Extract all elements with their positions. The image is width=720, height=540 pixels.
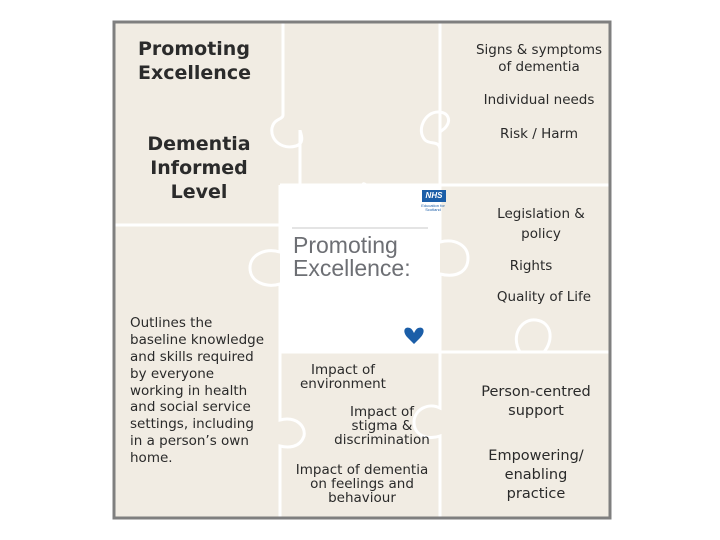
cover-title-line-2: Excellence: bbox=[293, 255, 411, 281]
outline-line: baseline knowledge bbox=[130, 331, 265, 348]
risk-harm: Risk / Harm bbox=[499, 126, 578, 142]
seam-top-mid bbox=[270, 22, 304, 185]
outline-line: Outlines the bbox=[130, 315, 213, 331]
seam-right-knob bbox=[514, 318, 552, 353]
stigma-line-1: Impact of bbox=[350, 404, 414, 420]
empower-line-1: Empowering/ bbox=[488, 448, 584, 464]
healthier-scotland-logo bbox=[404, 327, 424, 344]
level-line-2: Informed bbox=[150, 157, 248, 179]
person-line-2: support bbox=[508, 403, 564, 419]
cover-title-line-1: Promoting bbox=[293, 232, 398, 258]
signs-line-1: Signs & symptoms bbox=[475, 42, 603, 58]
outline-line: in a person’s own bbox=[130, 433, 249, 450]
signs-line-2: of dementia bbox=[498, 59, 580, 75]
outline-line: settings, including bbox=[130, 416, 254, 433]
seam-comm-piece bbox=[300, 110, 450, 187]
legislation-line-1: Legislation & bbox=[497, 206, 585, 222]
feelings-line-3: behaviour bbox=[328, 490, 396, 506]
seam-cover-right bbox=[438, 185, 470, 352]
level-line-1: Dementia bbox=[147, 133, 251, 155]
environment-line-1: Impact of bbox=[311, 362, 375, 378]
seam-bottom-left bbox=[278, 352, 306, 518]
seam-cover-left bbox=[248, 185, 282, 352]
stigma-line-2: stigma & bbox=[351, 418, 413, 434]
seam-bottom-right bbox=[412, 352, 442, 518]
outline-line: by everyone bbox=[130, 365, 215, 382]
outline-line: working in health bbox=[130, 382, 248, 399]
cover-image bbox=[280, 186, 440, 352]
empower-line-3: practice bbox=[506, 486, 566, 502]
feelings-line-1: Impact of dementia bbox=[295, 462, 429, 478]
title-line-1: Promoting bbox=[138, 38, 250, 60]
nhs-logo bbox=[422, 190, 446, 202]
stigma-line-3: discrimination bbox=[334, 432, 430, 448]
nhs-label: NHS bbox=[425, 191, 443, 200]
puzzle-frame bbox=[112, 20, 612, 520]
empower-line-2: enabling bbox=[504, 467, 568, 483]
outline-line: and skills required bbox=[130, 348, 254, 365]
nhs-subtitle: Education for Scotland bbox=[421, 203, 445, 213]
outline-line: home. bbox=[130, 450, 173, 466]
outline-line: and social service bbox=[130, 399, 251, 416]
feelings-line-2: on feelings and bbox=[310, 476, 414, 492]
level-line-3: Level bbox=[170, 181, 228, 203]
individual-needs: Individual needs bbox=[483, 92, 595, 108]
person-line-1: Person-centred bbox=[481, 384, 591, 400]
rights: Rights bbox=[509, 258, 553, 274]
quality-of-life: Quality of Life bbox=[496, 289, 592, 305]
environment-line-2: environment bbox=[300, 376, 386, 392]
title-line-2: Excellence bbox=[138, 62, 251, 84]
legislation-line-2: policy bbox=[521, 226, 561, 242]
